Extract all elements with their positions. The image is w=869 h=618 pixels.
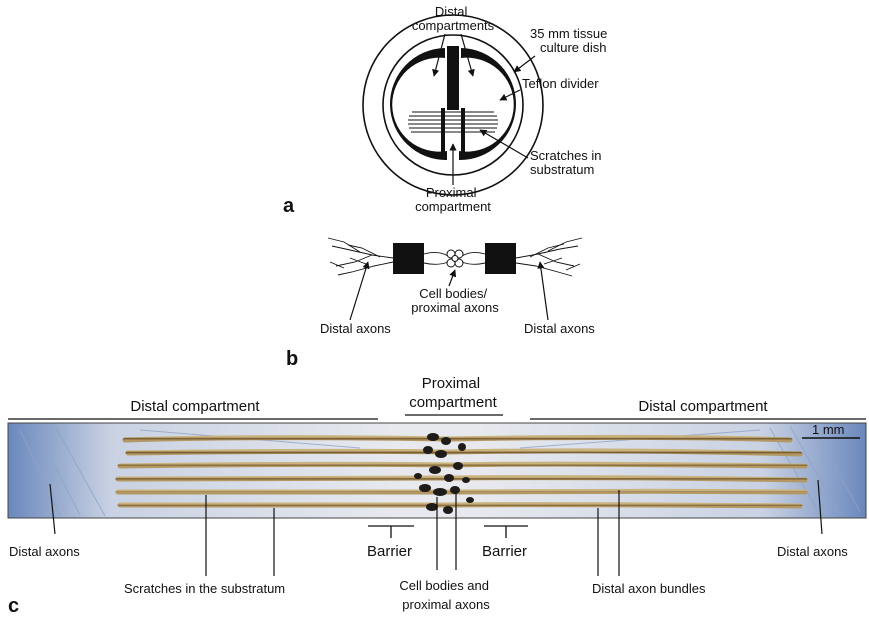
label-culture-dish: 35 mm tissue culture dish — [530, 26, 611, 55]
panel-c: Distal compartment Proximal compartment … — [8, 375, 866, 617]
distal-axons-left-drawing — [328, 238, 393, 275]
label-distal-axon-bundles: Distal axon bundles — [592, 581, 706, 596]
label-distal-compartments: Distal compartments — [412, 4, 495, 33]
panel-letter-b: b — [286, 348, 298, 370]
panel-letter-c: c — [8, 595, 19, 617]
label-scratches-substratum: Scratches in the substratum — [124, 581, 285, 596]
label-cell-bodies-proximal-axons: Cell bodies/ proximal axons — [411, 286, 499, 315]
label-cell-bodies-proximal-axons-c: Cell bodies and proximal axons — [399, 578, 492, 612]
barrier-marker-right — [484, 526, 528, 538]
barrier-marker-left — [368, 526, 414, 538]
label-distal-axons-c-left: Distal axons — [9, 544, 80, 559]
label-distal-axons-b-left: Distal axons — [320, 321, 391, 336]
label-distal-axons-c-right: Distal axons — [777, 544, 848, 559]
teflon-divider — [390, 48, 447, 160]
label-teflon-divider: Teflon divider — [522, 76, 599, 91]
label-proximal-compartment: Proximal compartment — [415, 185, 491, 214]
label-scratches: Scratches in substratum — [530, 148, 605, 177]
label-barrier-right: Barrier — [482, 543, 527, 560]
panel-letter-a: a — [283, 195, 295, 217]
panel-b: Cell bodies/ proximal axons Distal axons… — [286, 238, 595, 370]
scale-bar-label: 1 mm — [812, 422, 845, 437]
divider-center-bar — [447, 46, 459, 110]
cell-bodies-drawing — [447, 250, 463, 267]
panel-a: Distal compartments 35 mm tissue culture… — [283, 4, 611, 217]
barrier-block-left — [393, 243, 424, 274]
scratches-lines — [408, 112, 498, 132]
label-distal-axons-b-right: Distal axons — [524, 321, 595, 336]
header-distal-compartment-right: Distal compartment — [638, 398, 768, 415]
distal-axons-right-drawing — [516, 238, 582, 276]
label-barrier-left: Barrier — [367, 543, 412, 560]
barrier-block-right — [485, 243, 516, 274]
header-proximal-compartment: Proximal compartment — [409, 375, 497, 411]
header-distal-compartment-left: Distal compartment — [130, 398, 260, 415]
